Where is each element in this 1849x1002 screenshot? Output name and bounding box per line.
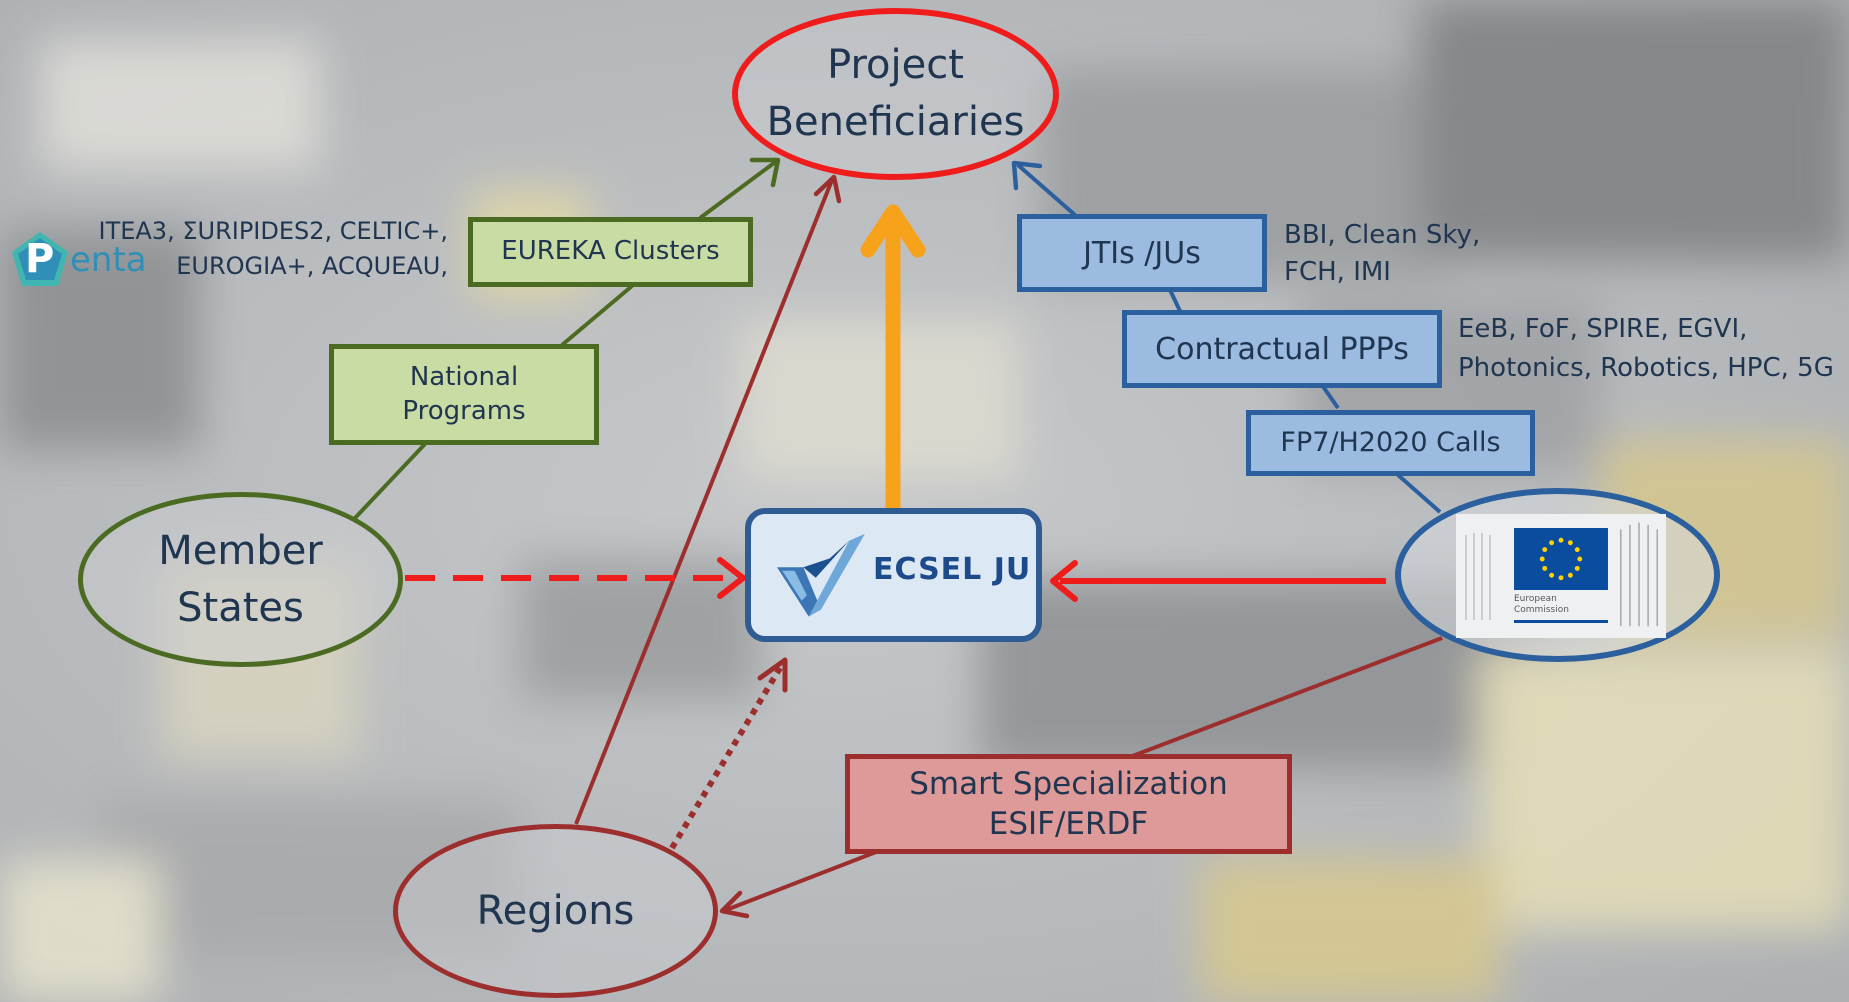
berlaymont-building-graphic xyxy=(1619,522,1659,627)
eu-flag-icon xyxy=(1514,528,1608,590)
connector-member-states-national xyxy=(353,442,427,520)
project-beneficiaries-line1: Project xyxy=(827,42,964,89)
eureka-annotation-line2: EUROGIA+, ACQUEAU, xyxy=(176,252,448,280)
jtis-jus-box: JTIs /JUs xyxy=(1017,214,1267,292)
arrowhead-smart-regions xyxy=(719,890,750,919)
national-programs-line2: Programs xyxy=(402,395,526,426)
ppp-annotation-line1: EeB, FoF, SPIRE, EGVI, xyxy=(1458,314,1748,344)
connector-fp7-ppp xyxy=(1320,383,1340,410)
arrowhead-member-states-ecsel xyxy=(717,557,746,599)
connector-ppp-jti xyxy=(1168,289,1182,312)
connector-ec-smart xyxy=(1129,636,1443,759)
national-programs-line1: National xyxy=(409,361,519,392)
fp7-h2020-calls-label: FP7/H2020 Calls xyxy=(1280,427,1501,459)
smart-specialization-line2: ESIF/ERDF xyxy=(988,806,1149,842)
member-states-line2: States xyxy=(177,584,304,631)
member-states-node: Member States xyxy=(78,492,403,667)
jti-annotation: BBI, Clean Sky, FCH, IMI xyxy=(1284,217,1480,291)
european-commission-logo: European Commission xyxy=(1456,514,1666,638)
smart-specialization-box: Smart Specialization ESIF/ERDF xyxy=(845,754,1292,854)
ecsel-ju-node: ECSEL JU xyxy=(745,508,1042,642)
contractual-ppps-label: Contractual PPPs xyxy=(1155,331,1409,367)
member-states-line1: Member xyxy=(158,527,323,574)
arrowhead-eureka xyxy=(749,157,781,188)
ec-logo-underline xyxy=(1514,620,1608,623)
connector-national-eureka xyxy=(560,284,634,347)
arrow-eureka-to-beneficiaries xyxy=(698,158,780,220)
penta-logo: P enta xyxy=(10,228,150,290)
arrow-regions-to-beneficiaries xyxy=(574,179,834,825)
ppp-annotation-line2: Photonics, Robotics, HPC, 5G xyxy=(1458,353,1834,383)
jti-annotation-line1: BBI, Clean Sky, xyxy=(1284,220,1481,250)
eureka-clusters-label: EUREKA Clusters xyxy=(501,236,720,267)
ec-caption-line2: Commission xyxy=(1514,605,1569,615)
ppp-annotation: EeB, FoF, SPIRE, EGVI, Photonics, Roboti… xyxy=(1458,310,1834,388)
ecsel-ju-label: ECSEL JU xyxy=(873,552,1032,587)
penta-logo-text: enta xyxy=(70,240,147,280)
fp7-h2020-calls-box: FP7/H2020 Calls xyxy=(1246,410,1535,476)
regions-node: Regions xyxy=(393,824,718,998)
eureka-programs-annotation: ITEA3, ΣURIPIDES2, CELTIC+, EUROGIA+, AC… xyxy=(86,214,448,284)
arrowhead-regions-ecsel xyxy=(757,657,788,693)
arrowhead-jti xyxy=(1011,160,1043,191)
ecsel-check-logo-icon xyxy=(777,533,865,617)
arrow-regions-to-ecsel-dotted xyxy=(669,666,783,850)
arrowhead-ecsel-beneficiaries xyxy=(860,204,926,258)
regions-label: Regions xyxy=(476,887,635,934)
connector-ec-fp7 xyxy=(1396,473,1442,514)
contractual-ppps-box: Contractual PPPs xyxy=(1122,310,1442,388)
smart-specialization-line1: Smart Specialization xyxy=(909,765,1228,802)
arrowhead-regions-beneficiaries xyxy=(813,174,842,204)
european-commission-node: European Commission xyxy=(1395,488,1720,662)
eureka-clusters-box: EUREKA Clusters xyxy=(468,217,753,287)
building-left-graphic xyxy=(1465,533,1491,620)
project-beneficiaries-line2: Beneficiaries xyxy=(766,99,1025,145)
ec-caption-line1: European xyxy=(1514,594,1557,604)
penta-logo-p: P xyxy=(25,236,55,282)
jtis-jus-label: JTIs /JUs xyxy=(1083,235,1201,271)
arrow-jti-to-beneficiaries xyxy=(1016,163,1077,217)
arrow-smart-to-regions xyxy=(725,850,877,912)
eureka-annotation-line1: ITEA3, ΣURIPIDES2, CELTIC+, xyxy=(98,217,448,245)
jti-annotation-line2: FCH, IMI xyxy=(1284,257,1391,287)
european-commission-caption: European Commission xyxy=(1514,594,1569,616)
national-programs-box: National Programs xyxy=(329,344,599,445)
penta-p-icon xyxy=(12,232,68,286)
project-beneficiaries-node: Project Beneficiaries xyxy=(732,8,1059,180)
arrowhead-ec-ecsel xyxy=(1050,560,1078,602)
